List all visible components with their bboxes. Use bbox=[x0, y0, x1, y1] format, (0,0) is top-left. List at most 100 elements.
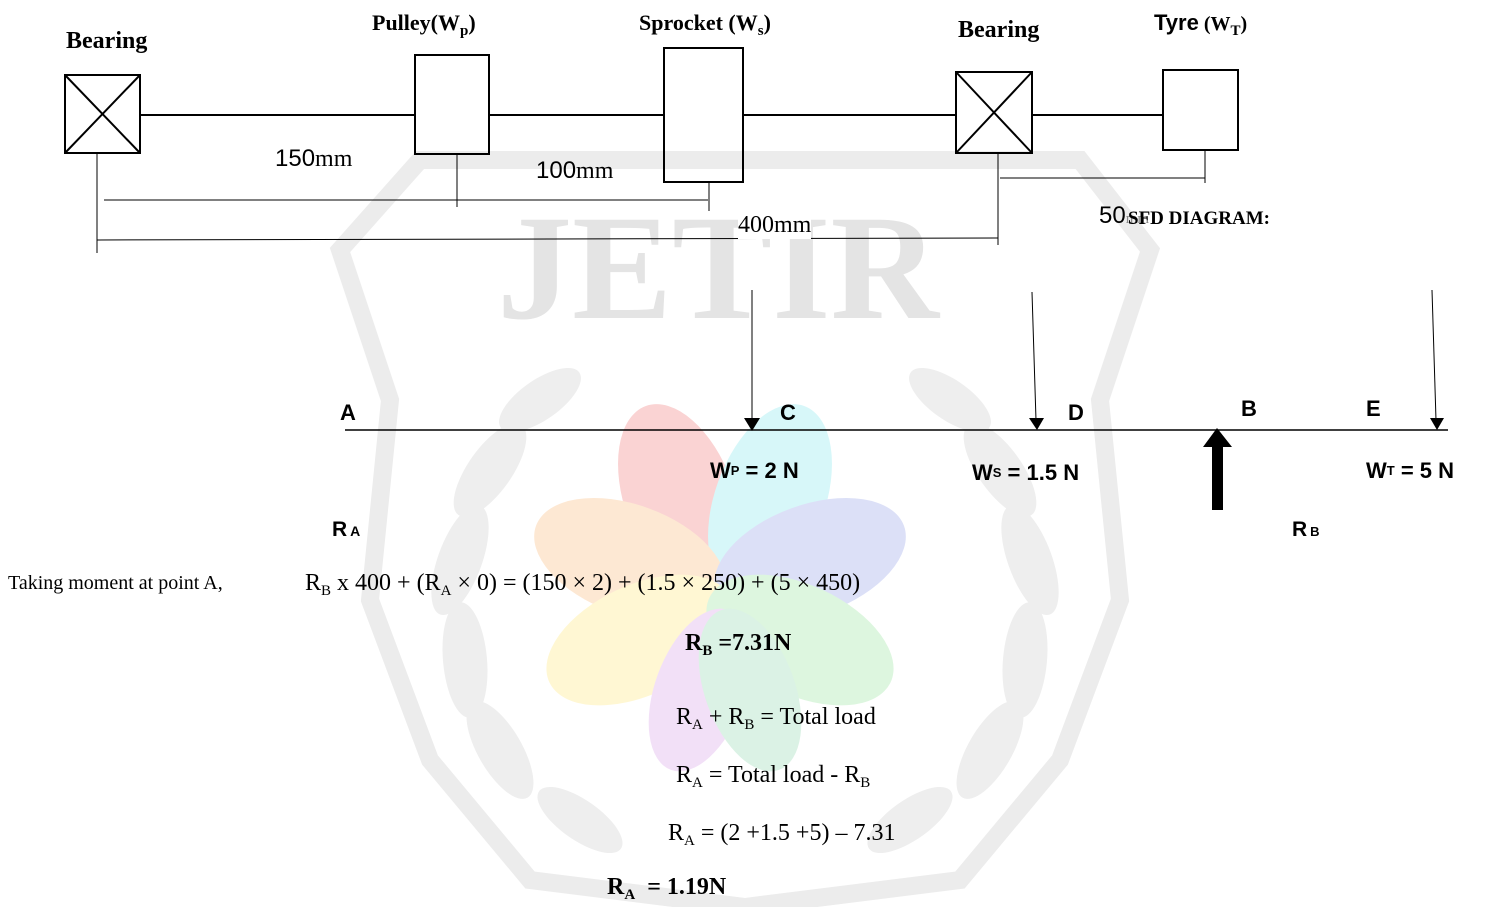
ra3-a: A bbox=[624, 887, 636, 903]
point-a-label: A bbox=[340, 400, 356, 425]
dimension-100-label: 100mm bbox=[536, 157, 613, 185]
watermark-emblem: JETIR bbox=[329, 151, 1161, 907]
watermark-text: JETIR bbox=[497, 185, 940, 351]
bearing-right-symbol bbox=[955, 71, 1033, 154]
dimension-150-unit: mm bbox=[315, 146, 353, 172]
dimension-50-value: 50 bbox=[1099, 202, 1126, 229]
dimension-150-value: 150 bbox=[275, 145, 316, 172]
pulley-label-close: ) bbox=[468, 10, 476, 35]
pulley-label: Pulley(Wp) bbox=[372, 10, 476, 40]
reaction-rb-sub: B bbox=[1310, 524, 1320, 539]
bearing-left-label: Bearing bbox=[66, 28, 148, 54]
rb-result: RB =7.31N bbox=[685, 630, 791, 660]
watermark-laurel-right bbox=[867, 367, 1059, 854]
load-wp-value: = 2 N bbox=[739, 458, 799, 483]
sum-equation: RA + RB = Total load bbox=[676, 704, 876, 734]
dimension-100-unit: mm bbox=[576, 158, 614, 184]
dimension-400-label: 400mm bbox=[738, 212, 812, 239]
watermark-laurel-left bbox=[431, 367, 623, 854]
sum-eq-a1: A bbox=[692, 717, 703, 733]
load-wt-sub: T bbox=[1386, 463, 1395, 478]
ra1-a: A bbox=[692, 775, 703, 791]
dimension-50-unit: mm bbox=[1125, 211, 1150, 227]
point-d-label: D bbox=[1068, 400, 1084, 425]
pulley-label-main: Pulley(W bbox=[372, 10, 460, 35]
ra2-r: R bbox=[668, 820, 685, 846]
tyre-label: Tyre (WT) bbox=[1154, 10, 1247, 40]
ra2-a: A bbox=[684, 833, 695, 849]
tyre-label-paren: (W bbox=[1198, 13, 1231, 35]
reaction-arrow-rb-shaft bbox=[1212, 445, 1223, 510]
ra3-r: R bbox=[607, 874, 625, 900]
load-arrow-ws-head bbox=[1029, 418, 1044, 430]
ra2-rest: = (2 +1.5 +5) – 7.31 bbox=[694, 820, 896, 846]
rb-result-value: =7.31N bbox=[712, 630, 792, 656]
tyre-label-main: Tyre bbox=[1154, 10, 1199, 35]
ra-equation-2: RA = (2 +1.5 +5) – 7.31 bbox=[668, 820, 895, 850]
bearing-right-label: Bearing bbox=[958, 17, 1040, 43]
shaft-layout bbox=[64, 47, 1239, 253]
load-wt-label: WT = 5 N bbox=[1366, 458, 1454, 484]
moment-eq-r: R bbox=[305, 570, 322, 596]
tyre-label-sub: T bbox=[1230, 23, 1241, 39]
ra-result: RA = 1.19N bbox=[607, 874, 726, 904]
tyre-block bbox=[1162, 69, 1239, 151]
reaction-ra-sub: A bbox=[350, 523, 361, 539]
load-ws-label: WS = 1.5 N bbox=[972, 460, 1079, 486]
reaction-arrow-rb-head bbox=[1203, 428, 1232, 447]
load-ws-value: = 1.5 N bbox=[1001, 460, 1080, 485]
point-e-label: E bbox=[1366, 396, 1381, 421]
load-arrow-wp-head bbox=[744, 418, 760, 431]
sum-eq-r1: R bbox=[676, 704, 693, 730]
watermark-shield bbox=[329, 151, 1161, 907]
reaction-rb-main: R bbox=[1292, 518, 1308, 541]
sum-eq-rest: = Total load bbox=[754, 704, 876, 730]
load-wt-main: W bbox=[1366, 458, 1387, 483]
sprocket-label-main: Sprocket (W bbox=[639, 10, 758, 35]
moment-eq-mid1: x 400 + (R bbox=[331, 570, 441, 596]
sprocket-block bbox=[663, 47, 744, 183]
point-b-label: B bbox=[1241, 396, 1257, 421]
pulley-block bbox=[414, 54, 490, 155]
load-wp-sub: P bbox=[730, 463, 740, 478]
moment-equation: RB x 400 + (RA × 0) = (150 × 2) + (1.5 ×… bbox=[305, 570, 860, 600]
sprocket-label-sub: s bbox=[757, 23, 764, 39]
ra-equation-1: RA = Total load - RB bbox=[676, 762, 870, 792]
dimension-100-value: 100 bbox=[536, 157, 577, 184]
rb-result-b: B bbox=[702, 643, 713, 659]
sum-eq-b1: B bbox=[744, 717, 755, 733]
pulley-label-sub: p bbox=[460, 23, 469, 39]
bearing-left-symbol bbox=[64, 74, 141, 154]
moment-eq-b: B bbox=[321, 583, 332, 599]
rb-result-r: R bbox=[685, 630, 703, 656]
watermark-flower bbox=[534, 404, 906, 772]
tyre-label-close: ) bbox=[1240, 13, 1248, 35]
moment-eq-a: A bbox=[440, 583, 452, 599]
ra1-mid: = Total load - R bbox=[702, 762, 861, 788]
point-c-label: C bbox=[780, 400, 796, 425]
reaction-ra-main: R bbox=[332, 518, 348, 541]
sprocket-label-close: ) bbox=[763, 10, 771, 35]
dimension-50-label: 50mm bbox=[1099, 202, 1149, 230]
beam-diagram bbox=[345, 289, 1448, 510]
ra3-rest: = 1.19N bbox=[635, 874, 727, 900]
load-arrow-ws-shaft bbox=[1031, 291, 1037, 421]
dimension-lines bbox=[96, 150, 1206, 253]
load-ws-main: W bbox=[972, 460, 993, 485]
ra1-b: B bbox=[860, 775, 871, 791]
load-wt-value: = 5 N bbox=[1394, 458, 1455, 483]
moment-intro-text: Taking moment at point A, bbox=[8, 572, 223, 594]
load-wp-main: W bbox=[710, 458, 731, 483]
sum-eq-plus: + R bbox=[702, 704, 745, 730]
sprocket-label: Sprocket (Ws) bbox=[639, 10, 771, 40]
load-arrow-wt-head bbox=[1430, 418, 1444, 430]
load-ws-sub: S bbox=[992, 465, 1002, 480]
load-arrow-wt-shaft bbox=[1431, 289, 1437, 421]
moment-eq-rest: × 0) = (150 × 2) + (1.5 × 250) + (5 × 45… bbox=[451, 570, 861, 596]
ra1-r: R bbox=[676, 762, 693, 788]
sfd-heading: SFD DIAGRAM: bbox=[1128, 208, 1270, 229]
